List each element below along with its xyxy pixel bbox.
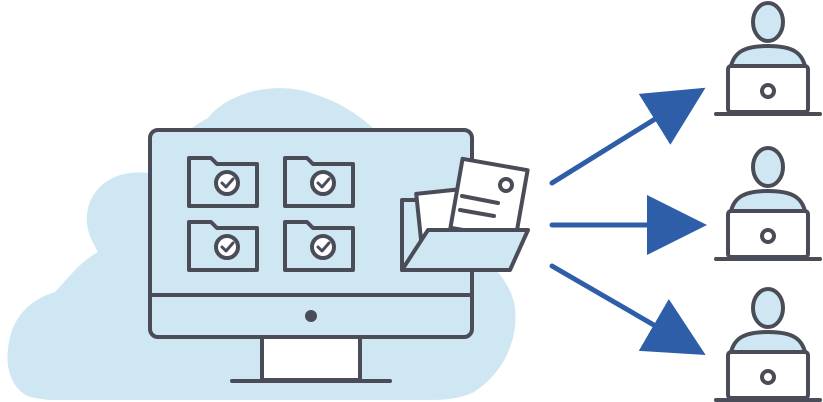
check-circle-icon [214, 170, 240, 196]
check-circle-icon [214, 234, 240, 260]
folder-check-icon [187, 220, 259, 272]
folder-front [400, 228, 530, 272]
folder-check-icon [283, 156, 355, 208]
laptop-logo [760, 228, 776, 244]
folder-check-icon [187, 156, 259, 208]
recipient-users [714, 1, 822, 402]
laptop-logo [760, 369, 776, 385]
arrow-right-icon [549, 87, 706, 186]
user-laptop-icon [714, 1, 822, 116]
check-circle-icon [310, 234, 336, 260]
user-laptop-icon [714, 146, 822, 261]
folder-grid [187, 156, 355, 272]
check-mark-icon [316, 177, 331, 189]
user-head [751, 146, 785, 188]
check-mark-icon [220, 177, 235, 189]
open-folder-document-icon [400, 156, 530, 272]
check-circle-icon [310, 170, 336, 196]
folder-check-icon [283, 220, 355, 272]
document-line-2 [458, 208, 496, 218]
document-line-1 [460, 194, 500, 205]
check-mark-icon [316, 241, 331, 253]
arrow-right-icon [549, 263, 706, 356]
user-head [751, 287, 785, 329]
user-laptop-icon [714, 287, 822, 402]
check-mark-icon [220, 241, 235, 253]
distribution-arrows [549, 87, 707, 356]
laptop-logo [760, 83, 776, 99]
user-head [751, 1, 785, 43]
monitor-power-dot [305, 310, 317, 322]
document-badge [498, 177, 514, 193]
document-front-sheet [448, 156, 530, 242]
monitor-stand [260, 335, 362, 382]
